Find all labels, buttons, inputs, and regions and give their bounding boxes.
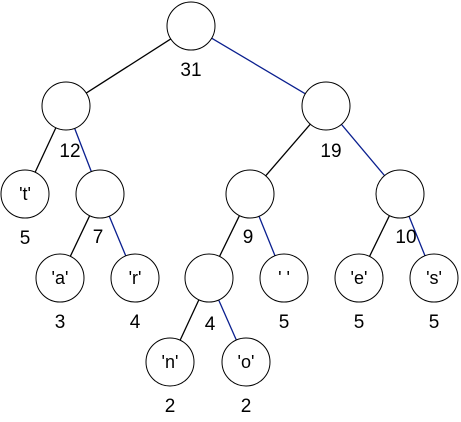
- node-circle: [110, 253, 160, 303]
- node-char-label: 'e': [351, 268, 368, 288]
- node-circle: [145, 337, 195, 387]
- node-weight: 31: [180, 60, 201, 81]
- edge-root-n12: [85, 38, 172, 94]
- tree-node-e: 'e' 5: [334, 253, 384, 333]
- node-circle: [184, 253, 234, 303]
- edge-n12-n7: [74, 128, 92, 172]
- node-char-label: 'r': [129, 268, 142, 288]
- tree-node-n: 'n' 2: [145, 337, 195, 417]
- tree-node-a: 'a' 3: [35, 253, 85, 333]
- edge-n19-n9: [265, 123, 311, 177]
- node-weight: 3: [55, 312, 66, 333]
- edge-n9-space: [258, 216, 276, 256]
- tree-edges: [34, 37, 426, 341]
- tree-node-n7: 7: [75, 169, 125, 248]
- tree-node-r: 'r' 4: [110, 253, 160, 333]
- tree-node-n10: 10: [375, 169, 425, 248]
- node-circle: [225, 169, 275, 219]
- tree-node-space: ' ' 5: [259, 253, 309, 333]
- node-circle: [409, 253, 459, 303]
- node-weight: 5: [279, 312, 290, 333]
- tree-node-t: 't' 5: [0, 169, 50, 249]
- node-weight: 12: [59, 141, 80, 162]
- edge-n12-t: [34, 127, 57, 173]
- edge-n4-o: [218, 299, 237, 341]
- node-circle: [41, 81, 91, 131]
- node-weight: 2: [165, 396, 176, 417]
- tree-node-n19: 19: [301, 81, 351, 162]
- edge-n9-n4: [218, 215, 241, 257]
- tree-node-o: 'o' 2: [221, 337, 271, 417]
- node-weight: 5: [354, 312, 365, 333]
- node-weight: 4: [205, 314, 216, 335]
- node-weight: 9: [243, 227, 254, 248]
- node-char-label: ' ': [278, 268, 290, 288]
- edge-n7-r: [108, 215, 127, 257]
- node-char-label: 't': [19, 184, 31, 204]
- edge-n7-a: [69, 215, 91, 257]
- node-weight: 2: [241, 396, 252, 417]
- edge-n10-s: [408, 216, 426, 256]
- node-weight: 10: [395, 227, 416, 248]
- node-circle: [334, 253, 384, 303]
- node-circle: [0, 169, 50, 219]
- tree-node-n4: 4: [184, 253, 234, 335]
- edge-n19-n10: [340, 123, 386, 177]
- node-weight: 5: [429, 312, 440, 333]
- node-weight: 5: [20, 228, 31, 249]
- edge-n10-e: [368, 215, 391, 257]
- node-circle: [375, 169, 425, 219]
- tree-node-root: 31: [166, 1, 216, 81]
- node-char-label: 'n': [162, 352, 179, 372]
- edge-n4-n: [179, 299, 200, 341]
- node-char-label: 's': [426, 268, 442, 288]
- tree-node-n9: 9: [225, 169, 275, 248]
- node-weight: 4: [130, 312, 141, 333]
- node-circle: [35, 253, 85, 303]
- node-circle: [301, 81, 351, 131]
- node-char-label: 'o': [238, 352, 255, 372]
- node-circle: [259, 253, 309, 303]
- node-weight: 7: [93, 227, 104, 248]
- node-circle: [166, 1, 216, 51]
- node-circle: [75, 169, 125, 219]
- edge-root-n19: [211, 37, 306, 95]
- node-weight: 19: [320, 141, 341, 162]
- node-circle: [221, 337, 271, 387]
- tree-node-n12: 12: [41, 81, 91, 162]
- tree-node-s: 's' 5: [409, 253, 459, 333]
- node-char-label: 'a': [52, 268, 69, 288]
